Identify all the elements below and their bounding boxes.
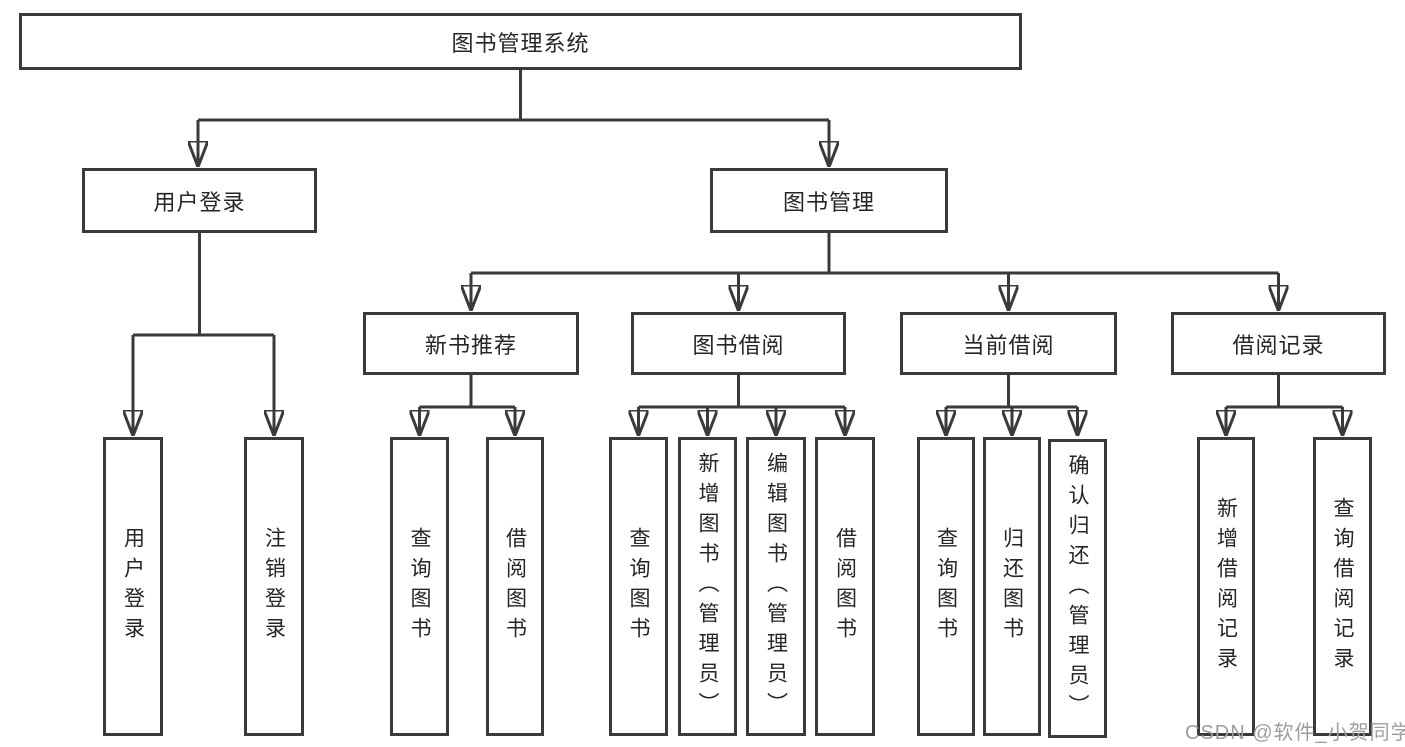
- node-label: 新增图书（管理员）: [696, 451, 719, 722]
- leaf-records-add-record: 新增借阅记录: [1197, 437, 1255, 736]
- leaf-recommend-borrow-books: 借阅图书: [486, 437, 544, 736]
- node-label: 借阅记录: [1232, 332, 1325, 358]
- node-label: 当前借阅: [962, 332, 1055, 358]
- node-label: 图书借阅: [692, 332, 785, 358]
- node-book-management: 图书管理: [710, 168, 948, 233]
- node-label: 新书推荐: [424, 332, 517, 358]
- node-label: 图书管理: [782, 189, 875, 215]
- leaf-records-query-record: 查询借阅记录: [1313, 437, 1372, 736]
- node-label: 注销登录: [262, 526, 286, 647]
- node-current-borrowing: 当前借阅: [900, 312, 1117, 375]
- node-label: 图书管理系统: [451, 30, 590, 56]
- node-label: 查询借阅记录: [1331, 496, 1354, 677]
- leaf-borrowing-query-books: 查询图书: [609, 437, 668, 736]
- node-book-borrowing: 图书借阅: [631, 312, 846, 375]
- leaf-current-confirm-return-admin: 确认归还（管理员）: [1048, 439, 1107, 738]
- node-label: 新增借阅记录: [1214, 496, 1238, 677]
- leaf-current-return-books: 归还图书: [983, 437, 1041, 736]
- node-borrowing-records: 借阅记录: [1171, 312, 1386, 375]
- node-label: 查询图书: [627, 526, 650, 647]
- node-label: 借阅图书: [833, 526, 857, 647]
- node-user-login: 用户登录: [82, 168, 317, 233]
- node-label: 编辑图书（管理员）: [764, 451, 788, 722]
- node-label: 借阅图书: [503, 526, 527, 647]
- leaf-recommend-query-books: 查询图书: [390, 437, 449, 736]
- node-label: 归还图书: [1000, 526, 1024, 647]
- leaf-logout: 注销登录: [244, 437, 304, 736]
- csdn-watermark: CSDN @软件_小贺同学: [1185, 722, 1405, 744]
- node-label: 查询图书: [408, 526, 431, 647]
- node-root: 图书管理系统: [19, 13, 1022, 70]
- node-label: 用户登录: [153, 189, 246, 215]
- leaf-borrowing-edit-books-admin: 编辑图书（管理员）: [746, 437, 806, 736]
- leaf-user-login: 用户登录: [103, 437, 163, 736]
- leaf-borrowing-borrow-books: 借阅图书: [815, 437, 875, 736]
- leaf-current-query-books: 查询图书: [917, 437, 975, 736]
- node-label: 用户登录: [121, 526, 145, 647]
- node-label: 确认归还（管理员）: [1066, 453, 1089, 724]
- node-label: 查询图书: [934, 526, 958, 647]
- leaf-borrowing-add-books-admin: 新增图书（管理员）: [678, 437, 737, 736]
- node-new-book-recommend: 新书推荐: [363, 312, 579, 375]
